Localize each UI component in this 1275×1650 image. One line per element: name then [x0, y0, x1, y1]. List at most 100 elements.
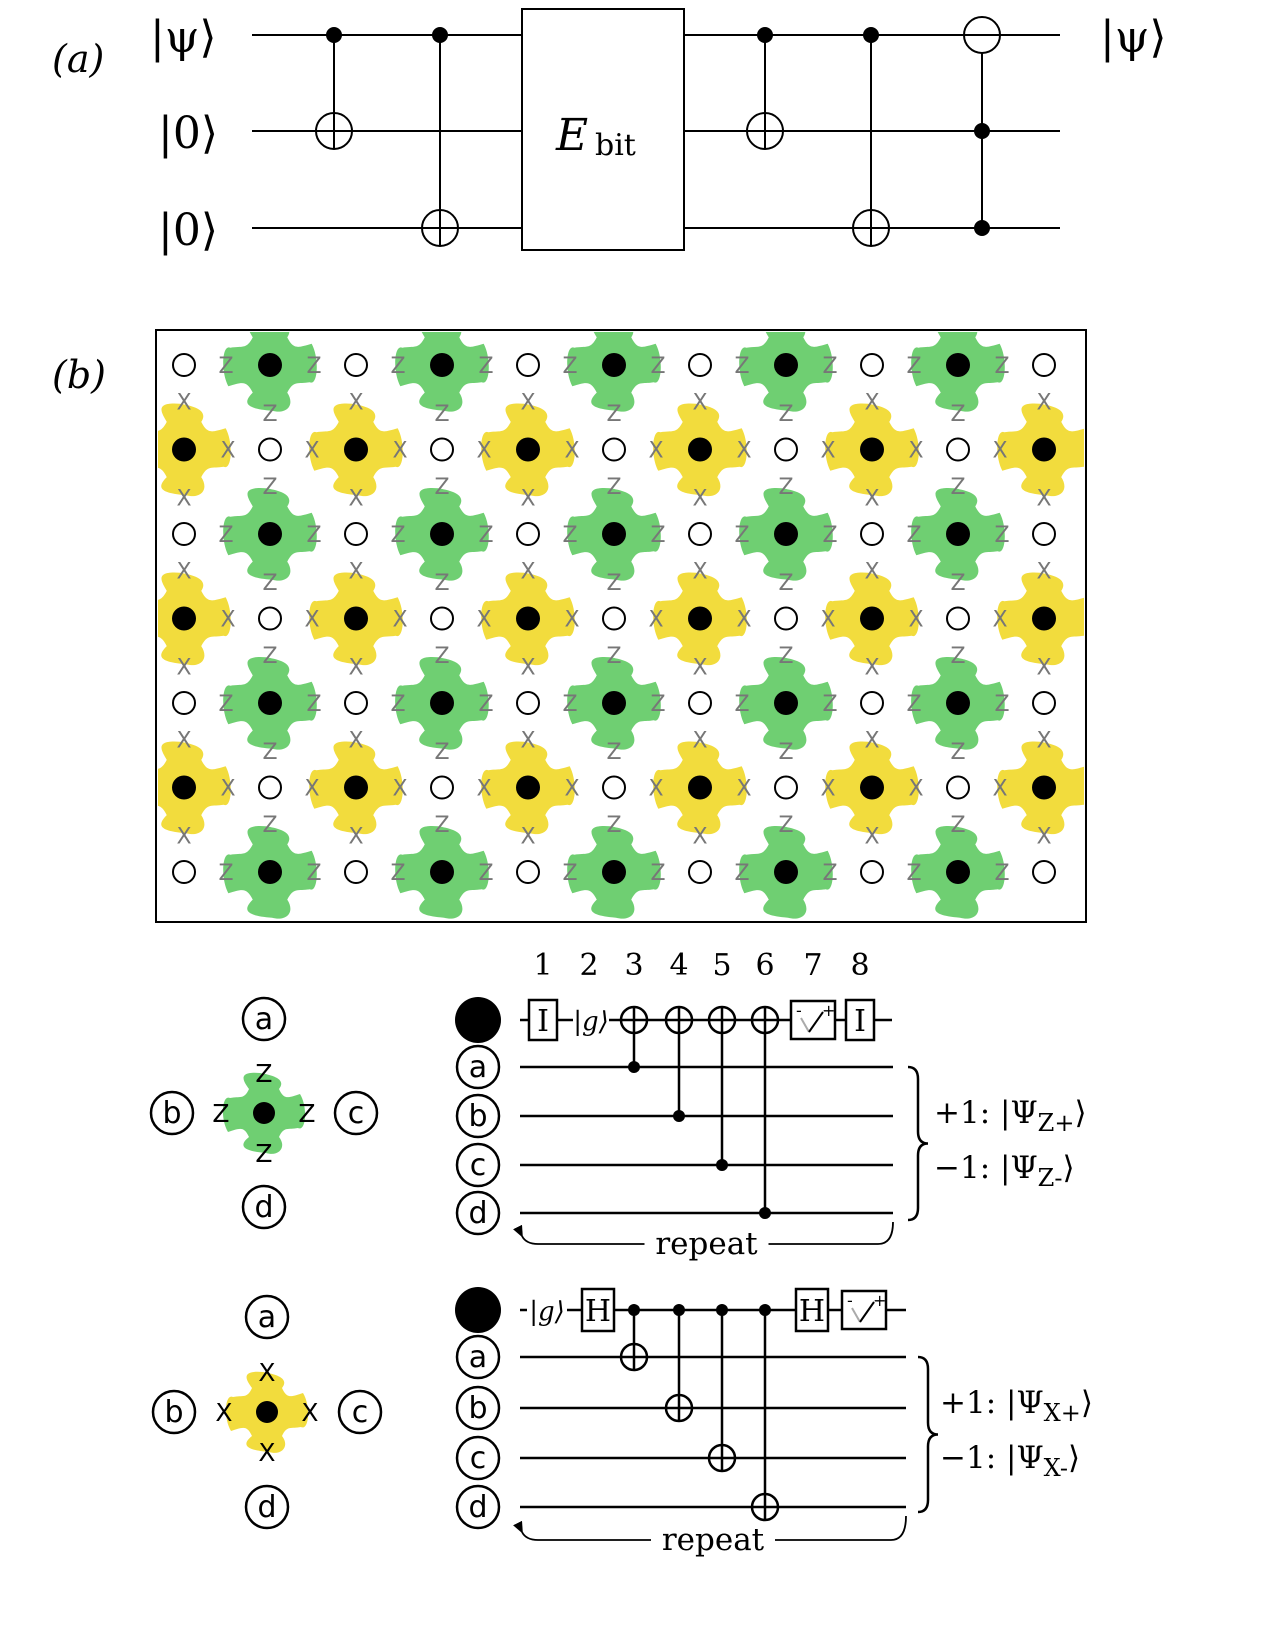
z-operator-letter: Z [306, 861, 321, 886]
measure-qubit [258, 860, 282, 884]
measure-qubit [688, 606, 712, 631]
x-operator-letter: X [476, 439, 491, 464]
data-qubit-label-b: b [468, 1391, 487, 1426]
z-operator-letter: Z [434, 402, 449, 427]
data-qubit [516, 353, 540, 377]
x-repeat-arrow-left [513, 1520, 651, 1541]
data-qubit [258, 606, 282, 631]
x-operator-letter: X [864, 391, 879, 416]
measure-qubit [946, 522, 970, 546]
measure-qubit [430, 522, 454, 546]
cnot-control-1 [628, 1061, 640, 1073]
input-zero-label-2: |0⟩ [158, 205, 218, 256]
measure-qubit [430, 860, 454, 884]
z-operator-letter: Z [950, 740, 965, 765]
x-operator-letter: X [564, 777, 579, 802]
data-qubit [172, 353, 196, 377]
x-outcome-0: +1: |ΨX+⟩ [940, 1385, 1093, 1427]
measure-qubit [344, 606, 368, 631]
ancilla-measurement-needle-plus [808, 1011, 824, 1033]
x-operator-letter: X [520, 729, 535, 754]
measure-qubit [774, 860, 798, 884]
data-qubit [1032, 353, 1056, 377]
z-repeat-label: repeat [655, 1226, 758, 1262]
z-operator-letter: Z [778, 571, 793, 596]
measure-qubit [258, 691, 282, 715]
data-qubit [516, 860, 540, 884]
step-number-5: 5 [712, 948, 731, 983]
data-qubit-label-d: d [468, 1196, 487, 1231]
x-outcome-1: −1: |ΨX-⟩ [940, 1440, 1080, 1482]
z-operator-letter: Z [306, 354, 321, 379]
z-operator-letter: Z [434, 644, 449, 669]
x-operator-letter: X [176, 825, 191, 850]
data-qubit-label-a: a [469, 1340, 487, 1375]
cnot-control-3 [716, 1304, 728, 1316]
x-operator-letter: X [520, 560, 535, 585]
measure-qubit [1032, 606, 1056, 631]
measure-qubit [516, 437, 540, 462]
measure-qubit [774, 522, 798, 546]
z-repeat-arrow-right [768, 1221, 894, 1245]
z-operator-letter: Z [262, 644, 277, 669]
x-operator-letter: X [392, 439, 407, 464]
ancilla-measurement-plus: + [873, 1291, 886, 1310]
x-operator-letter: X [820, 439, 835, 464]
cnot-control-4 [759, 1207, 771, 1219]
data-qubit-d [455, 1190, 501, 1236]
z-outcome-1: −1: |ΨZ-⟩ [934, 1150, 1075, 1192]
example-operator-letter: Z [255, 1059, 272, 1088]
cnot-control-2 [673, 1304, 685, 1316]
data-qubit [172, 691, 196, 715]
x-operator-letter: X [176, 656, 191, 681]
data-qubit [688, 860, 712, 884]
z-operator-letter: Z [434, 571, 449, 596]
z-operator-letter: Z [734, 692, 749, 717]
error-channel-label: E [555, 110, 588, 161]
error-channel-box [521, 8, 685, 251]
x-operator-letter: X [736, 439, 751, 464]
example-data-qubit-label-a: a [258, 1300, 276, 1335]
step-number-6: 6 [755, 948, 774, 983]
x-repeat-label: repeat [662, 1522, 765, 1558]
data-qubit [344, 691, 368, 715]
z-operator-letter: Z [606, 740, 621, 765]
z-operator-letter: Z [950, 475, 965, 500]
measure-qubit [344, 775, 368, 800]
x-operator-letter: X [392, 777, 407, 802]
z-operator-letter: Z [906, 861, 921, 886]
cnot-encode-1 [315, 27, 353, 150]
measure-qubit [860, 775, 884, 800]
ancilla-measurement-needle-minus [800, 1017, 810, 1033]
x-operator-letter: X [864, 656, 879, 681]
data-qubit-c [455, 1435, 501, 1481]
z-operator-letter: Z [778, 475, 793, 500]
z-operator-letter: Z [734, 354, 749, 379]
example-measure-qubit [253, 1102, 275, 1124]
x-operator-letter: X [176, 729, 191, 754]
data-qubit [688, 522, 712, 546]
hadamard-gate-start [580, 1287, 616, 1333]
x-operator-letter: X [520, 391, 535, 416]
z-operator-letter: Z [218, 692, 233, 717]
data-qubit [602, 775, 626, 800]
z-operator-letter: Z [778, 644, 793, 669]
z-operator-letter: Z [218, 354, 233, 379]
z-repeat-arrow-left [513, 1224, 645, 1245]
data-qubit [946, 606, 970, 631]
cnot-control-1 [628, 1304, 640, 1316]
cnot-control-3 [716, 1159, 728, 1171]
z-operator-letter: Z [262, 740, 277, 765]
measure-qubit [1032, 437, 1056, 462]
x-operator-letter: X [864, 825, 879, 850]
ancilla-measurement-minus: - [847, 1291, 853, 1310]
identity-gate-end-label: I [854, 1004, 866, 1039]
example-data-qubit-label-b: b [164, 1395, 183, 1430]
example-data-qubit-a [241, 996, 287, 1042]
z-operator-letter: Z [478, 354, 493, 379]
